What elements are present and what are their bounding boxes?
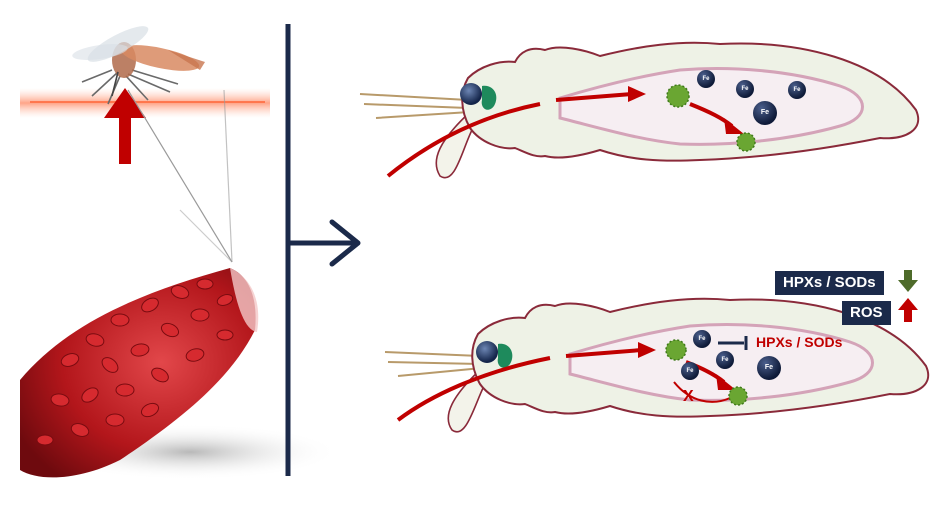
iron-molecule: Fe [753, 101, 777, 125]
zoom-lines [127, 89, 233, 263]
iron-molecule: Fe [697, 70, 715, 88]
hpx-sod-down-box: HPXs / SODs [775, 271, 884, 295]
transition-arrow [285, 219, 361, 267]
parasite-bottom-2 [728, 386, 748, 406]
hpx-sod-inhibit-label: HPXs / SODs [756, 334, 843, 350]
iron-molecule: Fe [693, 330, 711, 348]
iron-molecule: Fe [716, 351, 734, 369]
parasite-bottom-1 [665, 339, 687, 361]
parasite-top-1 [666, 84, 690, 108]
parasite-top-2 [736, 132, 756, 152]
blood-flow-arrows-bottom [396, 342, 736, 422]
iron-molecule: Fe [681, 362, 699, 380]
midgut-top [359, 41, 919, 179]
up-arrow-icon [898, 298, 918, 322]
regulation-arrows [898, 270, 918, 322]
blood-flow-arrows-top [386, 86, 744, 178]
mosquito-illustration [20, 26, 270, 118]
down-arrow-icon [898, 270, 918, 292]
ros-up-box: ROS [842, 301, 891, 325]
blocked-x-mark: X [683, 388, 694, 405]
iron-molecule: Fe [757, 356, 781, 380]
blood-vessel [20, 268, 340, 480]
parasites [665, 84, 756, 406]
iron-molecule: Fe [788, 81, 806, 99]
bite-arrow [104, 88, 146, 164]
inhibition-marker [718, 336, 748, 350]
iron-molecule: Fe [736, 80, 754, 98]
